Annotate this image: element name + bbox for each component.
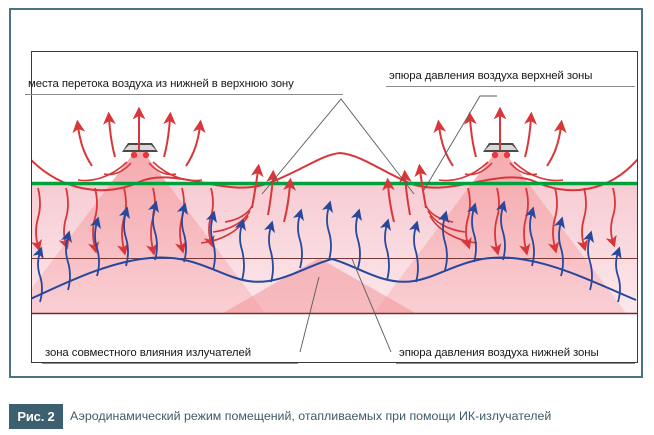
- label-lower-pressure: эпюра давления воздуха нижней зоны: [399, 347, 599, 359]
- figure-number-label: Рис. 2: [17, 409, 55, 424]
- red-convection-right: [438, 161, 564, 182]
- red-rising-arrows-left: [72, 106, 206, 167]
- lower-pressure-curve: [32, 256, 637, 301]
- leader-upper-pressure: [423, 95, 497, 191]
- diagram-content: [32, 106, 637, 315]
- air-transfer-arrows-left-cluster: [250, 163, 296, 223]
- red-convection-left: [77, 161, 203, 182]
- red-descending-arrows: [32, 187, 617, 256]
- leader-lower-pressure: [351, 258, 392, 353]
- label-upper-pressure: эпюра давления воздуха верхней зоны: [389, 70, 593, 82]
- emitter-cone-right: [373, 146, 627, 314]
- label-joint-zone-underline: [42, 363, 298, 364]
- label-joint-zone: зона совместного влияния излучателей: [45, 347, 251, 359]
- leader-transfer: [261, 98, 415, 195]
- label-upper-transfer-underline: [25, 94, 343, 95]
- leader-lines: [261, 95, 497, 353]
- air-transfer-arrows-right-cluster: [382, 163, 428, 223]
- red-rising-arrows-right: [433, 106, 567, 167]
- figure-number-badge: Рис. 2: [9, 404, 63, 429]
- joint-influence-cone: [221, 258, 417, 314]
- blue-rising-arrows: [32, 200, 622, 303]
- label-upper-transfer: места перетока воздуха из нижней в верхн…: [28, 78, 294, 90]
- label-upper-pressure-underline: [386, 86, 635, 87]
- leader-joint-zone: [299, 276, 320, 353]
- label-lower-pressure-underline: [396, 363, 635, 364]
- figure-caption: Аэродинамический режим помещений, отапли…: [70, 409, 552, 423]
